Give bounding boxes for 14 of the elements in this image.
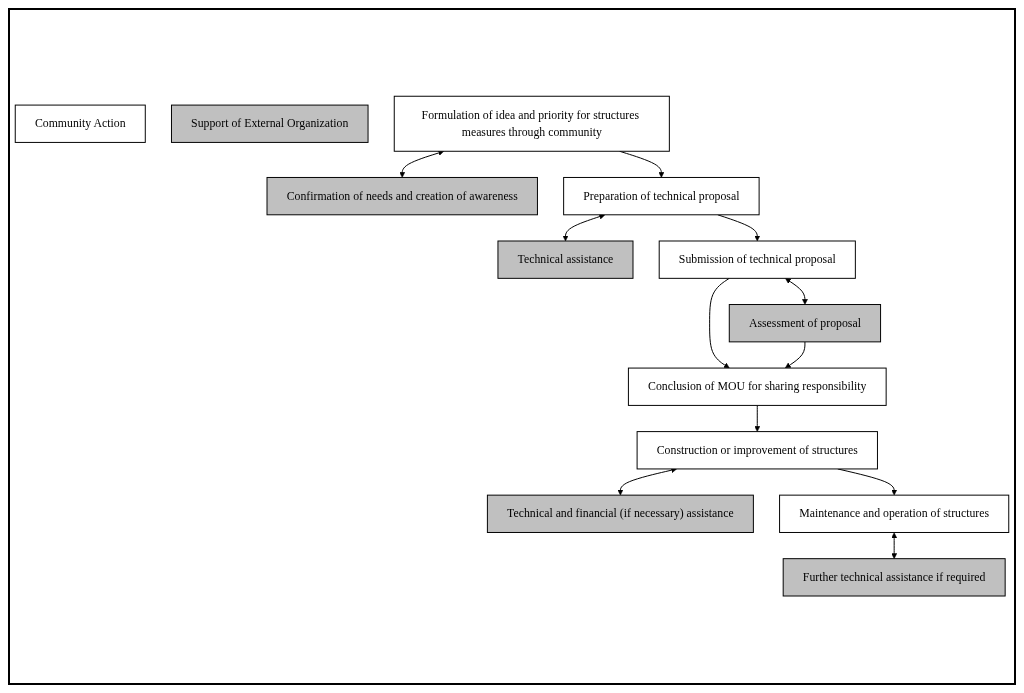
node-box (563, 177, 760, 216)
node-box (782, 558, 1006, 597)
node-box (636, 431, 878, 470)
node-box (627, 367, 887, 407)
node-box (14, 104, 146, 144)
node-box (728, 304, 882, 343)
node-box (486, 495, 754, 534)
node-box (497, 240, 634, 280)
node-box (266, 177, 538, 216)
node-box (658, 240, 856, 280)
diagram-frame: Community Action Support of External Organization Formulation of idea and priority for structures measures through community Confirmation of needs and creation of awareness Preparation of technical proposal Technical assistance Submission of technical proposal Assessment of proposal Conclusion of MOU for sharing responsibility Construction or improvement of structures Technical and financial (if necessary) assistance Maintenance and operation of structures Further technical assistance if required (8, 8, 1016, 685)
node-box (779, 495, 1010, 534)
node-box (393, 96, 670, 153)
node-box (171, 104, 369, 144)
